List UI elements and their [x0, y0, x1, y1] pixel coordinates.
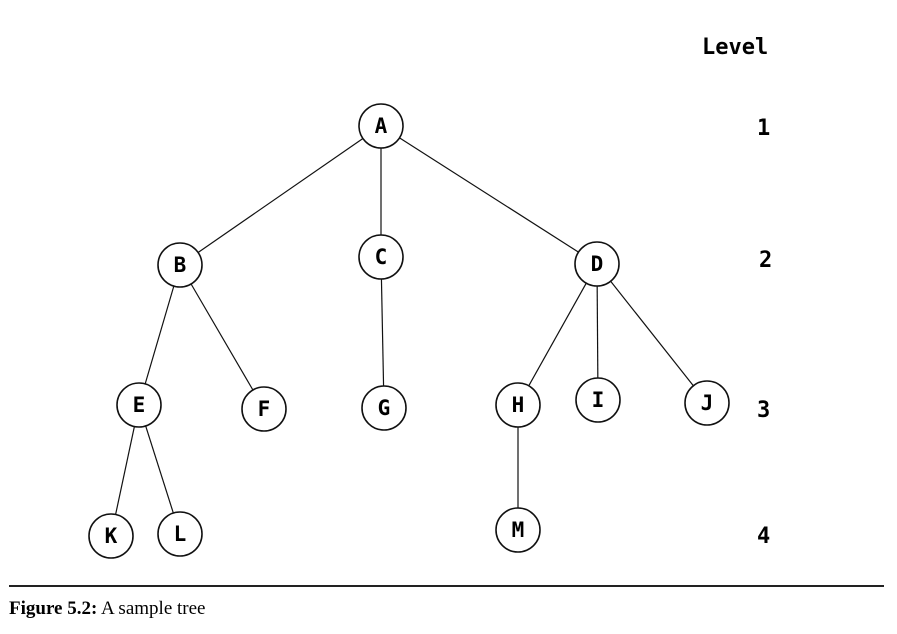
- node-j: J: [684, 380, 730, 426]
- node-m-label: M: [512, 518, 525, 542]
- level-1-label: 1: [757, 116, 770, 141]
- edge-a-b: [197, 138, 364, 253]
- node-e-label: E: [133, 393, 146, 417]
- node-h-circle: [495, 382, 541, 428]
- node-a-circle: [358, 103, 404, 149]
- node-m: M: [495, 507, 541, 553]
- node-i: I: [575, 377, 621, 423]
- node-b: B: [157, 242, 203, 288]
- node-k-label: K: [105, 524, 118, 548]
- node-c: C: [358, 234, 404, 280]
- node-d: D: [574, 241, 620, 287]
- edge-a-d: [399, 137, 579, 253]
- node-h-label: H: [512, 393, 525, 417]
- edge-b-e: [144, 285, 175, 385]
- edge-e-l: [145, 425, 174, 514]
- figure-caption: Figure 5.2: A sample tree: [9, 598, 205, 620]
- node-l-label: L: [174, 522, 187, 546]
- node-b-circle: [157, 242, 203, 288]
- node-f-label: F: [258, 397, 271, 421]
- node-a: A: [358, 103, 404, 149]
- edge-d-h: [528, 282, 587, 387]
- level-2-label: 2: [759, 248, 772, 273]
- figure-caption-label: Figure 5.2:: [9, 598, 98, 619]
- node-c-circle: [358, 234, 404, 280]
- level-header: Level: [702, 35, 768, 60]
- level-3-label: 3: [757, 398, 770, 423]
- tree-edges: [115, 137, 694, 515]
- tree-nodes: A B C D E F G H I J K L M: [88, 103, 730, 559]
- node-f: F: [241, 386, 287, 432]
- node-k-circle: [88, 513, 134, 559]
- node-d-circle: [574, 241, 620, 287]
- node-b-label: B: [174, 253, 187, 277]
- node-l: L: [157, 511, 203, 557]
- node-h: H: [495, 382, 541, 428]
- node-f-circle: [241, 386, 287, 432]
- node-l-circle: [157, 511, 203, 557]
- node-e: E: [116, 382, 162, 428]
- node-i-circle: [575, 377, 621, 423]
- node-g: G: [361, 385, 407, 431]
- node-a-label: A: [375, 114, 388, 138]
- node-e-circle: [116, 382, 162, 428]
- figure-caption-text: A sample tree: [97, 598, 206, 619]
- edge-d-i: [596, 285, 599, 379]
- node-i-label: I: [592, 388, 605, 412]
- node-k: K: [88, 513, 134, 559]
- node-d-label: D: [591, 252, 604, 276]
- node-c-label: C: [375, 245, 388, 269]
- node-m-circle: [495, 507, 541, 553]
- node-g-label: G: [378, 396, 391, 420]
- node-g-circle: [361, 385, 407, 431]
- node-j-label: J: [701, 391, 714, 415]
- level-4-label: 4: [757, 524, 770, 549]
- edge-c-g: [380, 278, 385, 387]
- edge-b-f: [190, 283, 254, 391]
- node-j-circle: [684, 380, 730, 426]
- edge-e-k: [115, 426, 135, 515]
- edge-d-j: [610, 280, 694, 387]
